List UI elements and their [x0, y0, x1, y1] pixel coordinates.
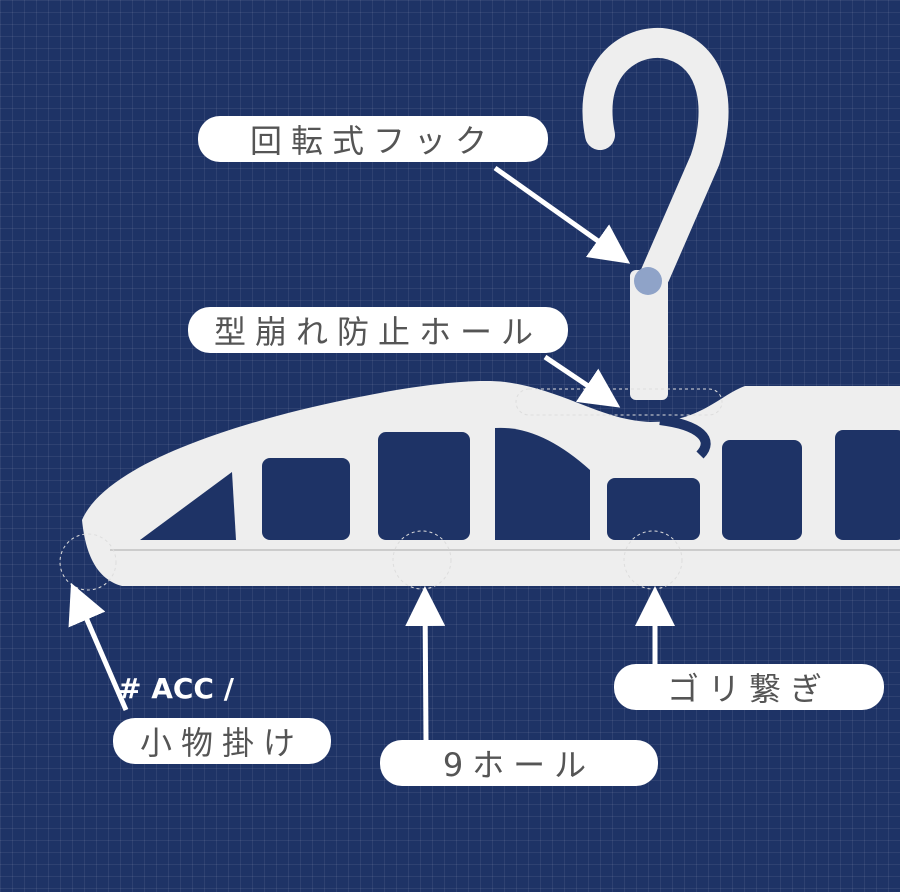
label-swivel-hook: 回転式フック	[198, 116, 548, 162]
hanger-body	[82, 381, 900, 586]
hanger-hook	[582, 27, 729, 400]
label-ribs: ゴリ繋ぎ	[614, 664, 884, 710]
label-accessory-hook: 小物掛け	[113, 718, 331, 764]
label-anti-slip-hole: 型崩れ防止ホール	[188, 307, 568, 353]
arrows	[68, 165, 675, 741]
label-nine-holes: 9ホール	[380, 740, 658, 786]
label-acc-tag: # ACC /	[118, 672, 234, 705]
